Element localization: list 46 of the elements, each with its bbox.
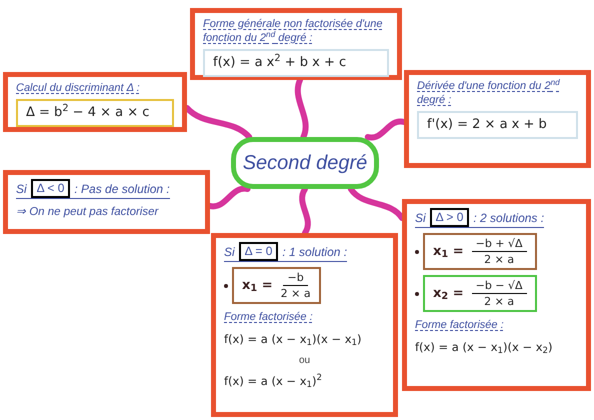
- case-heading: : 1 solution :: [282, 244, 348, 260]
- formula-box: [423, 233, 537, 270]
- case-box: [3, 170, 210, 234]
- center-bubble: [231, 137, 379, 189]
- formula-text: f'(x) = 2 × a x + b: [427, 117, 547, 132]
- denominator-text: 2 × a: [484, 252, 514, 267]
- topic-box: [190, 8, 402, 80]
- note-text: ⇒ On ne peut pas factoriser: [16, 205, 158, 220]
- formula-box: [203, 49, 389, 76]
- numerator-text: −b − √Δ: [472, 278, 527, 294]
- section-heading: Forme factorisée :: [415, 318, 504, 333]
- formula-text: f(x) = a (x − x$_{1}$)(x − x$_{1}$): [224, 330, 362, 348]
- case-box: [402, 199, 591, 391]
- formula-text: f(x) = a (x − x$_{1}$)$^{2}$: [224, 372, 322, 390]
- case-heading: Si: [224, 244, 235, 260]
- box-heading: Forme générale non factorisée d'une fonction du 2$^{nd}$ degré :: [203, 17, 384, 45]
- formula-text: x$_{2}$ =: [433, 284, 464, 304]
- case-box: [211, 233, 398, 417]
- box-heading: Calcul du discriminant Δ :: [16, 81, 141, 95]
- formula-text: Δ = b$^{2}$ − 4 × a × c: [26, 105, 150, 120]
- case-heading: Si: [415, 210, 426, 226]
- case-heading: : 2 solutions :: [473, 210, 544, 226]
- numerator-text: −b + √Δ: [472, 236, 527, 252]
- section-heading: Forme factorisée :: [224, 310, 313, 325]
- denominator-text: 2 × a: [484, 294, 514, 309]
- connector-line: [299, 186, 311, 236]
- formula-box: [232, 267, 321, 304]
- topic-box: [3, 72, 187, 132]
- topic-box: [404, 70, 591, 168]
- formula-text: x$_{1}$ =: [433, 242, 464, 262]
- case-heading: Si: [16, 180, 27, 198]
- formula-text: f(x) = a (x − x$_{1}$)(x − x$_{2}$): [415, 338, 553, 356]
- note-text: ou: [298, 354, 310, 368]
- condition-box: Δ < 0: [30, 179, 70, 198]
- denominator-text: 2 × a: [280, 286, 311, 301]
- condition-box: Δ = 0: [238, 242, 278, 261]
- formula-box: [16, 99, 174, 126]
- formula-text: x$_{1}$ =: [242, 276, 273, 296]
- case-heading: : Pas de solution :: [74, 180, 170, 198]
- center-text: Second degré: [242, 151, 368, 176]
- formula-box: [417, 111, 578, 138]
- box-heading: Dérivée d'une fonction du 2$^{nd}$ degré :: [417, 79, 561, 107]
- numerator-text: −b: [283, 270, 308, 286]
- condition-box: Δ > 0: [430, 208, 470, 227]
- formula-box: [423, 275, 537, 312]
- formula-text: f(x) = a x$^{2}$ + b x + c: [213, 55, 346, 70]
